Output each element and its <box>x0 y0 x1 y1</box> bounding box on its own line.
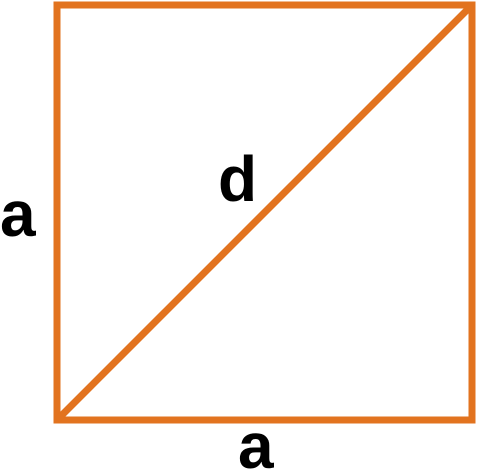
diagonal-label: d <box>218 143 257 215</box>
square-outline <box>53 1 476 424</box>
bottom-side-label: a <box>238 410 274 472</box>
left-side-label: a <box>0 178 36 250</box>
diagonal-line <box>54 2 475 423</box>
